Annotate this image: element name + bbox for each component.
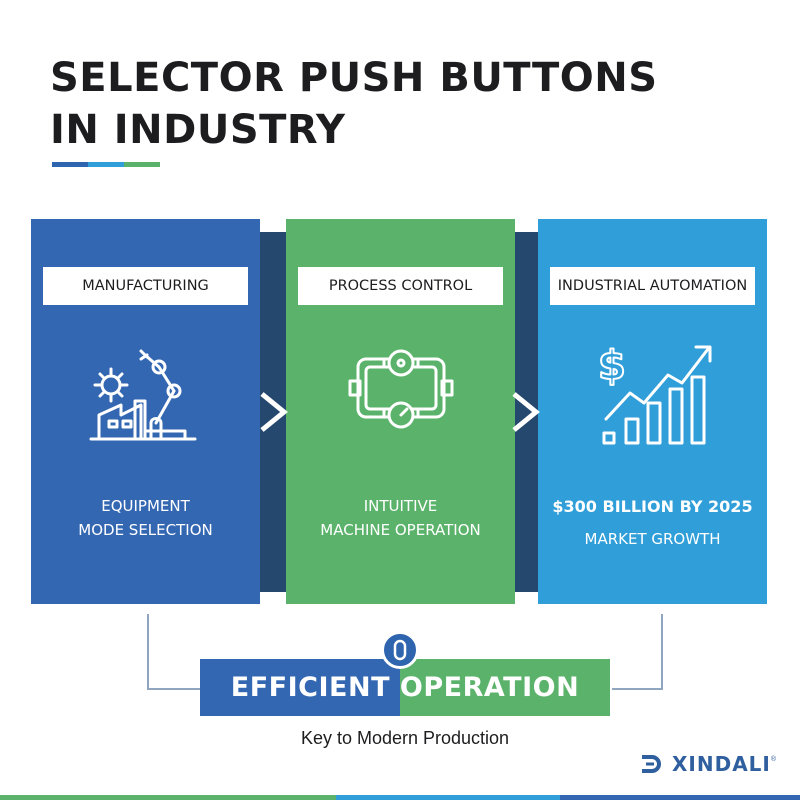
page-title: SELECTOR PUSH BUTTONS IN INDUSTRY — [50, 52, 658, 156]
banner-text-2: OPERATION — [399, 672, 580, 703]
brand-name: XINDALI — [672, 752, 771, 776]
panel-text-1: $300 BILLION BY 2025 — [552, 497, 753, 516]
panel-process-control: PROCESS CONTROL INTUITIVE MACHINE OPERAT… — [286, 219, 515, 604]
brand-registered-mark: ® — [770, 756, 777, 763]
tagline: Key to Modern Production — [300, 728, 510, 748]
factory-robot-arm-icon — [89, 349, 196, 441]
title-line-1: SELECTOR PUSH BUTTONS — [50, 55, 658, 101]
panel-text-2: MACHINE OPERATION — [320, 521, 481, 539]
bracket-right — [612, 614, 663, 690]
svg-text:$: $ — [598, 343, 626, 389]
bottom-color-bar — [0, 795, 800, 800]
chevron-right-icon — [512, 392, 540, 432]
banner-text-1: EFFICIENT — [230, 672, 390, 703]
panel-label: PROCESS CONTROL — [298, 267, 503, 305]
panel-text-1: EQUIPMENT — [101, 497, 190, 515]
xindali-logo-icon — [642, 755, 661, 773]
title-underline — [52, 162, 160, 167]
panel-text-1: INTUITIVE — [363, 497, 438, 515]
panel-text-2: MARKET GROWTH — [584, 530, 721, 548]
efficient-operation-banner — [200, 659, 610, 716]
dial-icon — [381, 631, 419, 669]
growth-chart-dollar-icon: $ — [597, 342, 711, 445]
title-line-2: IN INDUSTRY — [50, 107, 346, 153]
pipes-gauges-icon — [348, 349, 453, 429]
bracket-left — [147, 614, 201, 690]
panel-label: INDUSTRIAL AUTOMATION — [550, 267, 755, 305]
chevron-right-icon — [260, 392, 288, 432]
panel-label: MANUFACTURING — [43, 267, 248, 305]
banner-text: EFFICIENT OPERATION — [200, 659, 610, 716]
brand-logo: XINDALI ® — [640, 752, 776, 776]
panel-industrial-automation: INDUSTRIAL AUTOMATION $ $300 BILLION BY … — [538, 219, 767, 604]
panel-manufacturing: MANUFACTURING EQUIPMENT MODE SELECTION — [31, 219, 260, 604]
panel-text-2: MODE SELECTION — [78, 521, 213, 539]
